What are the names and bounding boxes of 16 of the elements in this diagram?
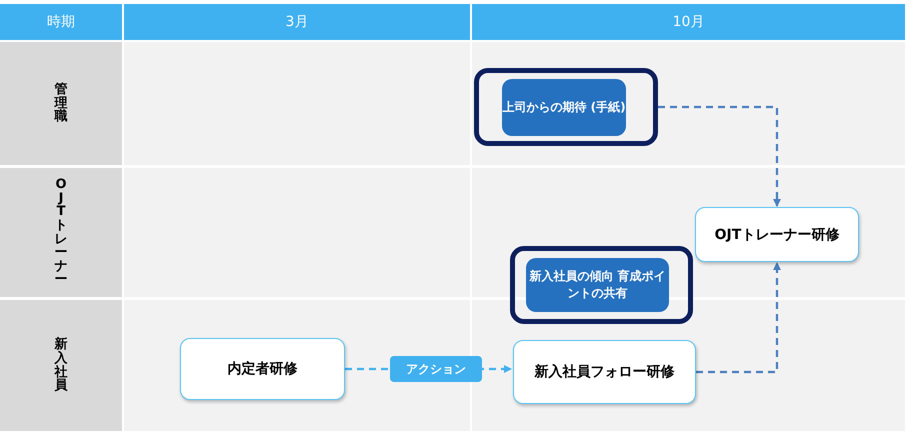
dashed-arrow xyxy=(658,106,781,207)
row-header: 管理職 xyxy=(54,83,68,124)
edge-label: アクション xyxy=(390,356,482,382)
highlight-frame xyxy=(474,68,658,146)
header-cell: 10月 xyxy=(472,4,905,40)
header-cell: 時期 xyxy=(0,4,122,40)
row-header: OJTトレーナー xyxy=(54,178,68,288)
process-box: 内定者研修 xyxy=(180,338,345,400)
dashed-arrow xyxy=(696,262,781,374)
process-box: 新入社員フォロー研修 xyxy=(513,340,696,404)
highlight-frame xyxy=(510,246,693,324)
process-box: 上司からの期待 (手紙) xyxy=(502,79,626,136)
process-box: 新入社員の傾向 育成ポイントの共有 xyxy=(526,258,669,312)
process-box: OJTトレーナー研修 xyxy=(695,207,859,262)
header-cell: 3月 xyxy=(124,4,470,40)
row-header: 新入社員 xyxy=(54,338,68,393)
